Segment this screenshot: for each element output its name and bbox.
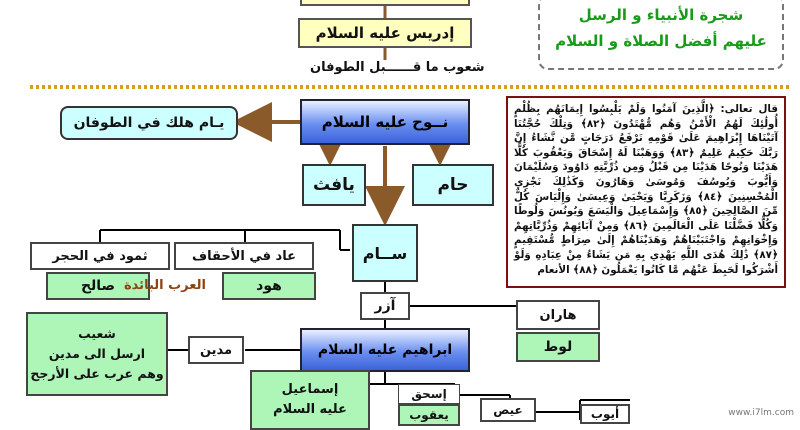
ismail-node: إسماعيل عليه السلام <box>250 370 370 430</box>
site-watermark: www.i7lm.com <box>728 408 794 418</box>
azar-node: آزر <box>360 292 410 320</box>
thamud-node: ثمود في الحجر <box>30 242 170 270</box>
shuaib-node: شعيب ارسل الى مدين وهم عرب على الأرجح <box>26 312 168 396</box>
quran-verse-panel: قال تعالى: ﴿الَّذِينَ آمَنُوا وَلَمْ يَل… <box>506 96 786 288</box>
ayyub-node: أيوب <box>580 404 630 424</box>
hud-node: هود <box>222 272 316 300</box>
connector-layer <box>30 0 790 420</box>
yafith-node: يافث <box>302 164 366 206</box>
madyan-node: مدين <box>188 336 244 364</box>
extinct-arabs-label: العرب البائدة <box>124 278 206 293</box>
sam-node: ســام <box>352 224 418 282</box>
lut-node: لوط <box>516 332 600 362</box>
title-line-1: شجرة الأنبياء و الرسل <box>578 6 744 24</box>
salih-node: صالح <box>46 272 150 300</box>
ibrahim-node: ابراهيم عليه السلام <box>300 328 470 372</box>
nuh-node: نــوح عليه السلام <box>300 99 470 145</box>
ad-node: عاد في الأحقاف <box>174 242 314 270</box>
title-line-2: عليهم أفضل الصلاة و السلام <box>555 32 767 50</box>
pre-flood-label: شعوب ما قــــــبل الطوفان <box>310 60 485 75</box>
title-panel: شجرة الأنبياء و الرسل عليهم أفضل الصلاة … <box>538 0 784 70</box>
idris-node: إدريس عليه السلام <box>298 18 472 48</box>
top-cut-node <box>300 0 470 6</box>
haran-node: هاران <box>516 300 600 330</box>
ishaq-node: إسحق <box>398 384 460 404</box>
yam-node: يـام هلك في الطوفان <box>60 106 238 140</box>
yaqub-node: يعقوب <box>398 404 460 426</box>
eis-node: عيص <box>480 398 536 422</box>
ham-node: حام <box>412 164 494 206</box>
